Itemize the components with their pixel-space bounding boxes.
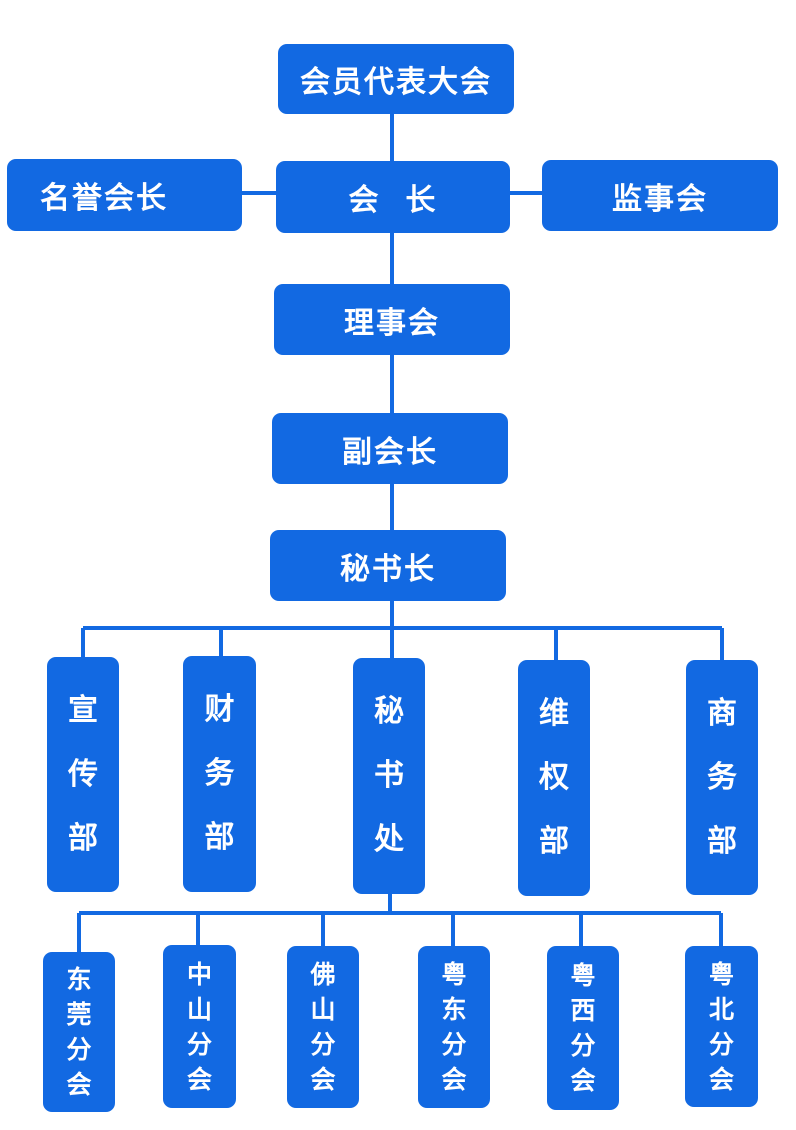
department-box-commerce: 商务部 [686,660,758,895]
council-box: 理事会 [274,284,510,355]
department-box-secretariat: 秘书处 [353,658,425,894]
branch-box-yuebei: 粤北分会 [685,946,758,1107]
supervisory-board-box: 监事会 [542,160,778,231]
vice-president-box: 副会长 [272,413,508,484]
branch-box-foshan: 佛山分会 [287,946,359,1108]
honorary-president-box: 名誉会长 [7,159,242,231]
branch-box-yuedong: 粤东分会 [418,946,490,1108]
member-congress-box: 会员代表大会 [278,44,514,114]
branch-box-yuexi: 粤西分会 [547,946,619,1110]
department-box-publicity: 宣传部 [47,657,119,892]
branch-box-dongguan: 东莞分会 [43,952,115,1112]
department-box-rights-protection: 维权部 [518,660,590,896]
president-box: 会 长 [276,161,510,233]
branch-box-zhongshan: 中山分会 [163,945,236,1108]
department-box-finance: 财务部 [183,656,256,892]
secretary-general-box: 秘书长 [270,530,506,601]
